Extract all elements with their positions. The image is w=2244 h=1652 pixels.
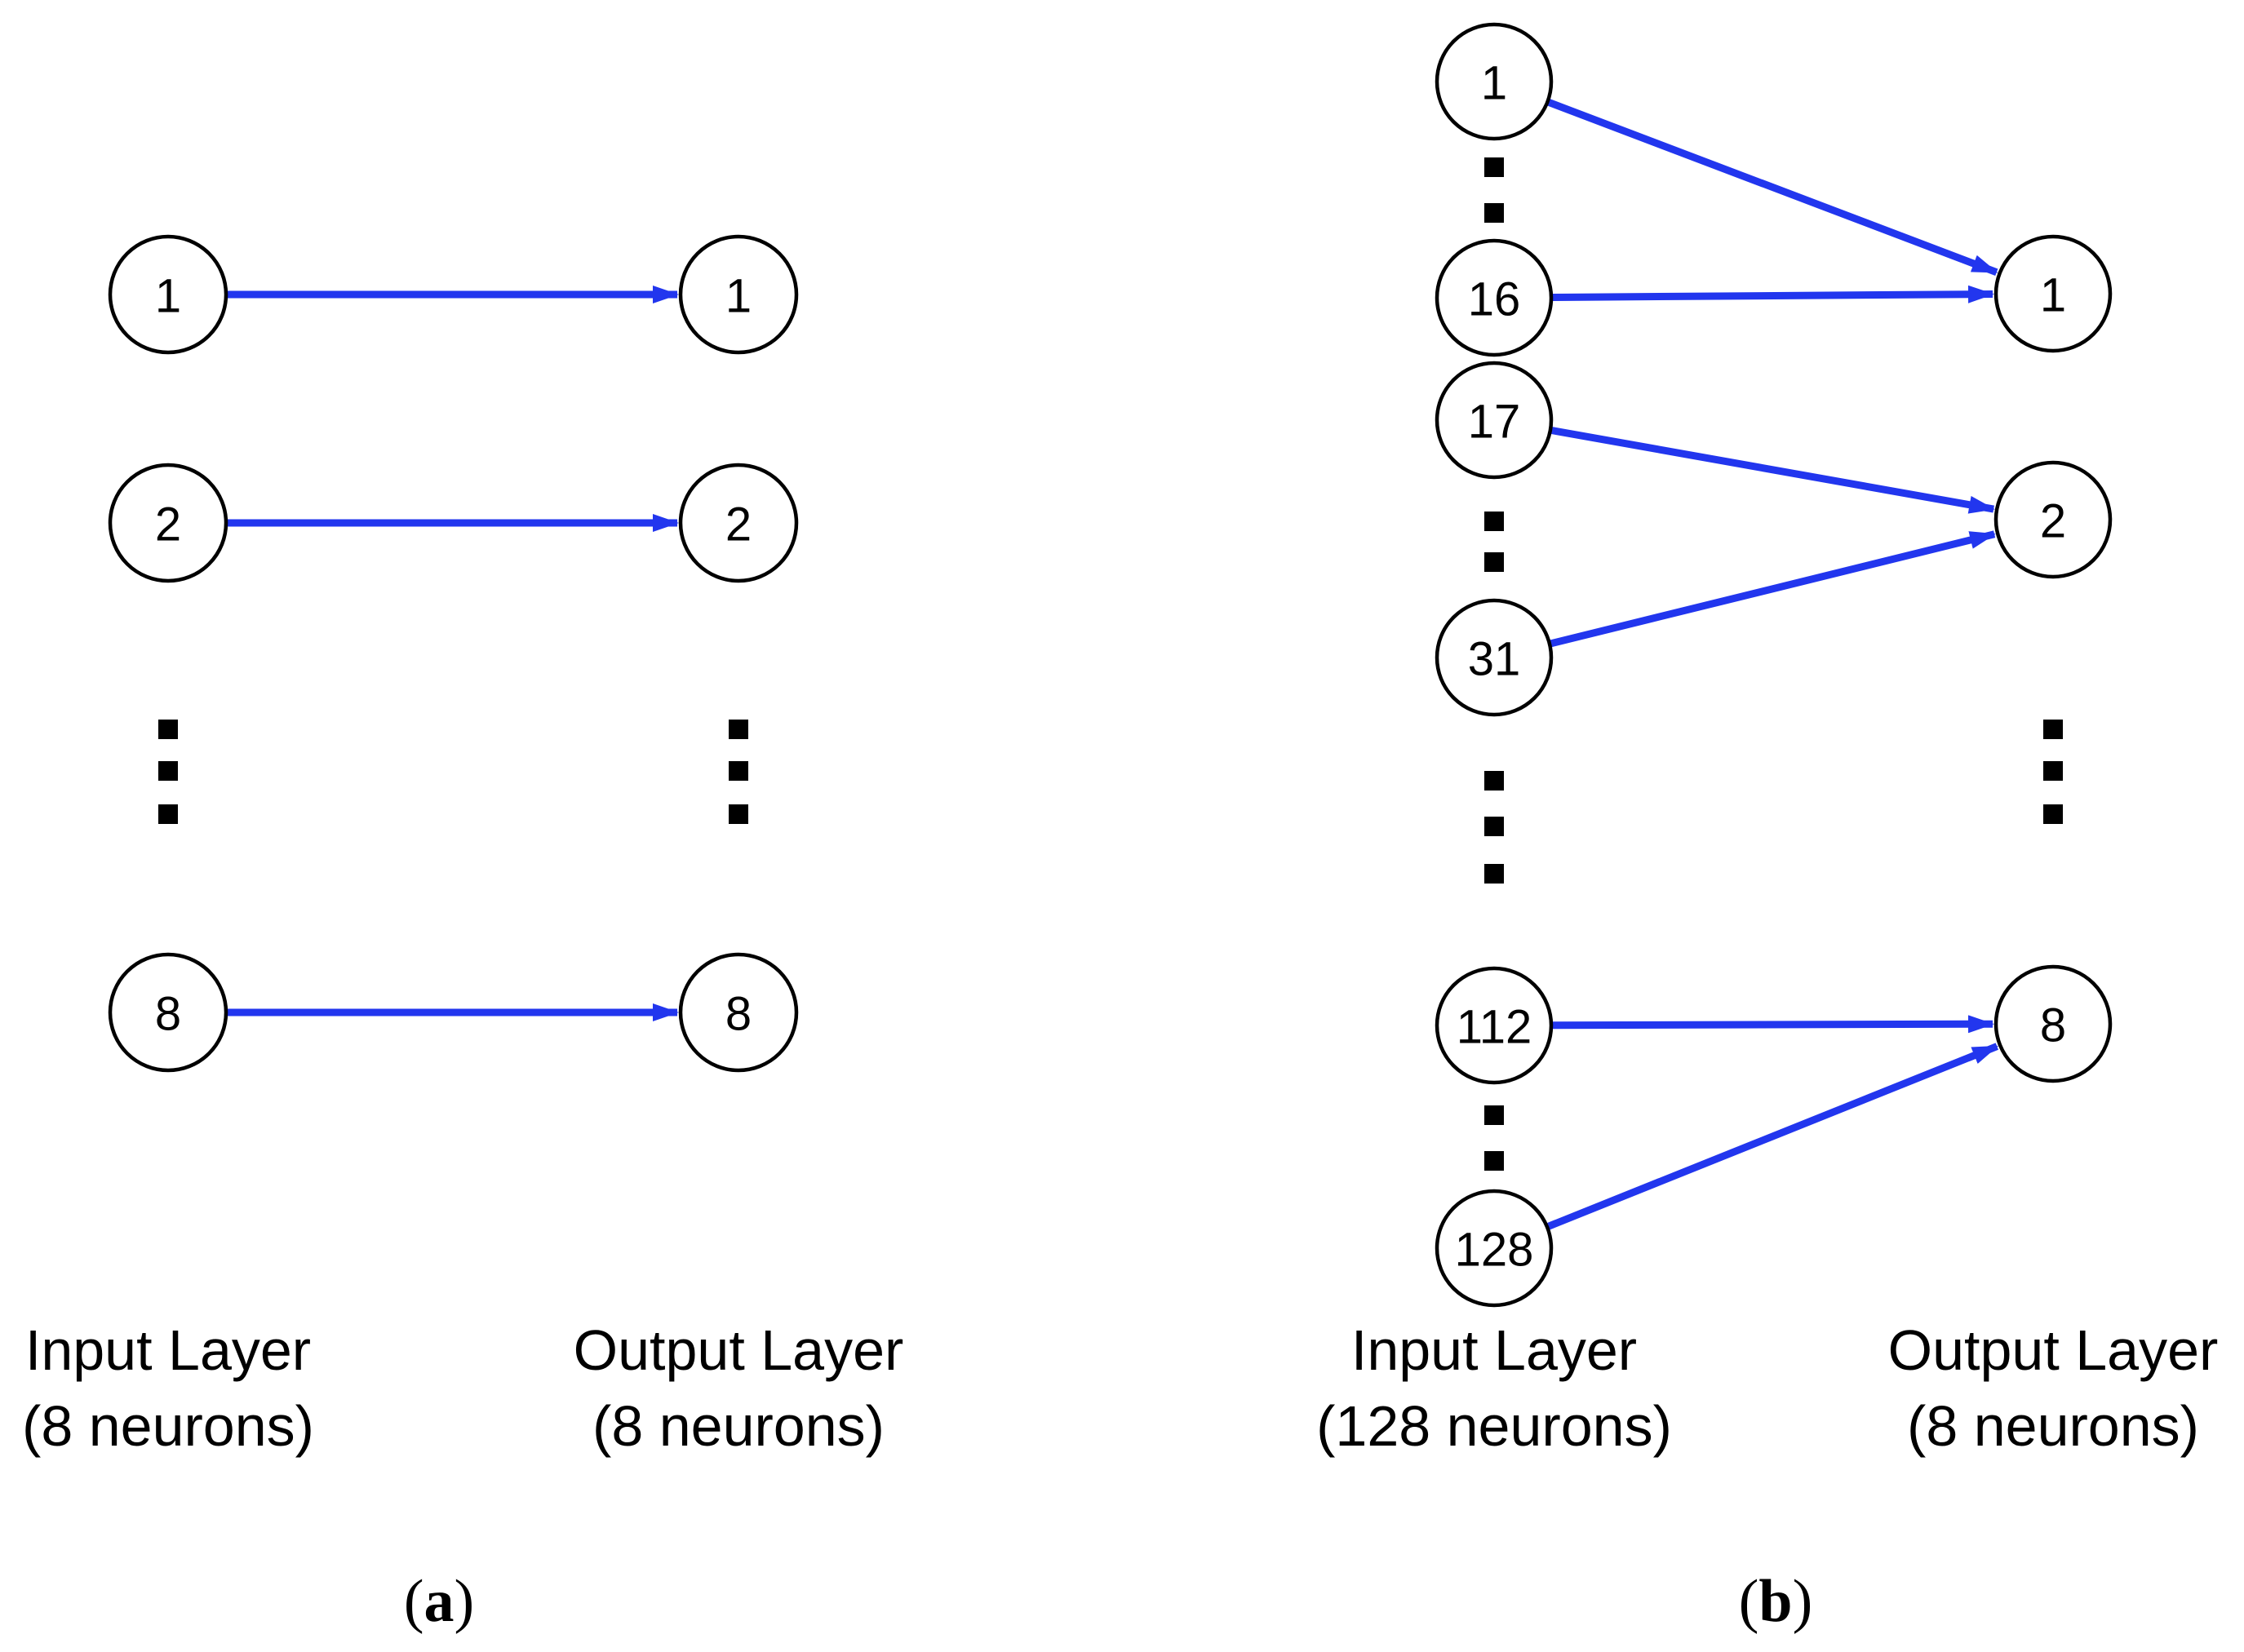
output-neuron-label-1: 1 <box>2040 269 2066 322</box>
input-neuron-label-31: 31 <box>1468 633 1521 686</box>
edge-arrow-17-to-2 <box>1550 426 1996 514</box>
vertical-ellipsis-dot <box>158 761 178 781</box>
output-neuron-label-2: 2 <box>725 498 752 551</box>
vertical-ellipsis-dot <box>729 804 748 824</box>
output-neuron-node-8 <box>1993 964 2113 1083</box>
output-neuron-label-2: 2 <box>2040 495 2066 548</box>
output-neuron-node-8 <box>678 952 799 1073</box>
output-layer-label-line2: (8 neurons) <box>1907 1394 2199 1458</box>
vertical-ellipsis-dot <box>729 761 748 781</box>
output-neuron-node-1 <box>678 234 799 355</box>
input-neuron-label-128: 128 <box>1455 1224 1534 1277</box>
vertical-ellipsis-dot <box>1484 1105 1504 1125</box>
input-layer-label-line2: (8 neurons) <box>22 1394 314 1458</box>
edge-arrow-16-to-1 <box>1550 285 1995 303</box>
vertical-ellipsis-dot <box>1484 552 1504 572</box>
vertical-ellipsis-dot <box>2043 720 2063 739</box>
input-neuron-node-112 <box>1435 966 1554 1085</box>
vertical-ellipsis-dot <box>2043 761 2063 781</box>
output-neuron-node-2 <box>678 463 799 583</box>
input-neuron-label-2: 2 <box>155 498 181 551</box>
vertical-ellipsis-dot <box>1484 203 1504 223</box>
panel-caption-b: (b) <box>1739 1568 1812 1635</box>
input-neuron-label-8: 8 <box>155 988 181 1041</box>
vertical-ellipsis-dot <box>1484 512 1504 531</box>
output-neuron-label-8: 8 <box>2040 999 2066 1052</box>
vertical-ellipsis-dot <box>729 720 748 739</box>
input-layer-label-line2: (128 neurons) <box>1316 1394 1672 1458</box>
vertical-ellipsis-dot <box>158 720 178 739</box>
input-neuron-label-16: 16 <box>1468 273 1521 326</box>
input-neuron-label-1: 1 <box>155 270 181 323</box>
vertical-ellipsis-dot <box>1484 771 1504 791</box>
edge-arrow-112-to-8 <box>1550 1015 1995 1034</box>
output-neuron-node-2 <box>1993 460 2113 579</box>
vertical-ellipsis-dot <box>158 804 178 824</box>
input-neuron-node-2 <box>108 463 228 583</box>
input-neuron-node-16 <box>1435 238 1554 357</box>
input-layer-label-line1: Input Layer <box>1351 1318 1637 1382</box>
edge-arrow-1-to-1 <box>1546 98 1998 276</box>
vertical-ellipsis-dot <box>1484 864 1504 884</box>
input-neuron-label-112: 112 <box>1457 1001 1532 1054</box>
output-layer-label-line1: Output Layer <box>1888 1318 2219 1382</box>
input-neuron-label-1: 1 <box>1481 57 1507 110</box>
output-neuron-node-1 <box>1993 234 2113 353</box>
vertical-ellipsis-dot <box>1484 1151 1504 1171</box>
input-neuron-label-17: 17 <box>1468 396 1521 449</box>
output-neuron-label-1: 1 <box>725 270 752 323</box>
output-layer-label-line2: (8 neurons) <box>592 1394 885 1458</box>
vertical-ellipsis-dot <box>2043 804 2063 824</box>
panel-caption-a: (a) <box>404 1568 474 1635</box>
input-neuron-node-17 <box>1435 361 1554 480</box>
output-neuron-label-8: 8 <box>725 988 752 1041</box>
edge-arrow-128-to-8 <box>1546 1043 1999 1231</box>
edge-arrow-31-to-2 <box>1548 530 1997 648</box>
output-layer-label-line1: Output Layer <box>574 1318 904 1382</box>
vertical-ellipsis-dot <box>1484 817 1504 836</box>
input-neuron-node-1 <box>108 234 228 355</box>
input-neuron-node-128 <box>1435 1189 1554 1308</box>
input-neuron-node-1 <box>1435 22 1554 141</box>
vertical-ellipsis-dot <box>1484 157 1504 177</box>
input-layer-label-line1: Input Layer <box>25 1318 311 1382</box>
input-neuron-node-31 <box>1435 598 1554 717</box>
input-neuron-node-8 <box>108 952 228 1073</box>
